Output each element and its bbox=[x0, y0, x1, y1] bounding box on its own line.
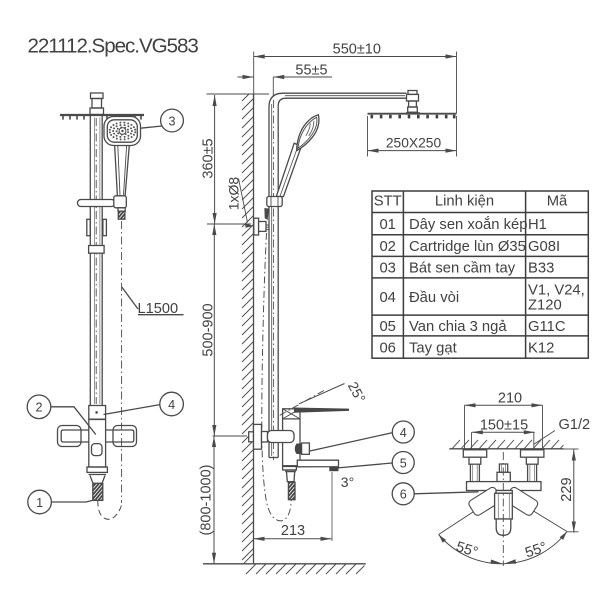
svg-text:Tay gạt: Tay gạt bbox=[409, 340, 457, 356]
svg-text:1xØ8: 1xØ8 bbox=[226, 177, 242, 211]
svg-text:03: 03 bbox=[379, 260, 395, 276]
svg-text:Dây sen xoắn kép: Dây sen xoắn kép bbox=[409, 216, 527, 233]
svg-text:04: 04 bbox=[379, 290, 395, 306]
svg-text:6: 6 bbox=[400, 488, 407, 502]
svg-text:02: 02 bbox=[379, 239, 395, 255]
svg-text:Mã: Mã bbox=[547, 194, 568, 210]
svg-text:1: 1 bbox=[36, 496, 43, 510]
svg-text:G11C: G11C bbox=[528, 319, 566, 335]
svg-text:K12: K12 bbox=[528, 340, 554, 356]
svg-text:B33: B33 bbox=[528, 260, 554, 276]
svg-text:213: 213 bbox=[281, 523, 305, 539]
svg-text:4: 4 bbox=[400, 426, 407, 440]
svg-text:Van chia 3 ngả: Van chia 3 ngả bbox=[409, 319, 507, 335]
svg-text:550±10: 550±10 bbox=[333, 42, 381, 58]
svg-text:3°: 3° bbox=[341, 474, 354, 490]
svg-text:25°: 25° bbox=[345, 379, 369, 405]
svg-text:01: 01 bbox=[379, 217, 395, 233]
svg-text:Linh kiện: Linh kiện bbox=[435, 194, 494, 210]
svg-text:55°: 55° bbox=[523, 539, 549, 561]
svg-text:360±5: 360±5 bbox=[201, 138, 217, 178]
svg-text:05: 05 bbox=[379, 319, 395, 335]
svg-text:Bát sen cầm tay: Bát sen cầm tay bbox=[409, 260, 516, 276]
svg-text:210: 210 bbox=[498, 390, 522, 406]
svg-text:G08I: G08I bbox=[528, 239, 560, 255]
svg-text:Cartridge lùn Ø35: Cartridge lùn Ø35 bbox=[409, 239, 526, 255]
svg-text:250X250: 250X250 bbox=[386, 136, 442, 151]
svg-text:55°: 55° bbox=[454, 539, 480, 561]
svg-text:2: 2 bbox=[35, 401, 42, 415]
svg-text:06: 06 bbox=[379, 340, 395, 356]
svg-text:STT: STT bbox=[374, 194, 402, 210]
svg-text:4: 4 bbox=[168, 398, 175, 412]
svg-text:55±5: 55±5 bbox=[295, 63, 327, 79]
svg-text:L1500: L1500 bbox=[138, 301, 179, 317]
svg-text:5: 5 bbox=[400, 456, 407, 470]
svg-text:G1/2: G1/2 bbox=[559, 417, 591, 433]
svg-text:Z120: Z120 bbox=[528, 298, 562, 314]
svg-text:500-900: 500-900 bbox=[200, 303, 216, 356]
svg-text:229: 229 bbox=[559, 477, 575, 501]
svg-text:Đầu vòi: Đầu vòi bbox=[409, 290, 459, 306]
svg-text:H1: H1 bbox=[528, 217, 547, 233]
svg-text:150±15: 150±15 bbox=[480, 417, 528, 433]
svg-text:3: 3 bbox=[168, 114, 175, 128]
svg-text:(800-1000): (800-1000) bbox=[199, 465, 215, 536]
svg-text:221112.Spec.VG583: 221112.Spec.VG583 bbox=[28, 35, 199, 58]
svg-text:V1, V24,: V1, V24, bbox=[528, 282, 585, 298]
